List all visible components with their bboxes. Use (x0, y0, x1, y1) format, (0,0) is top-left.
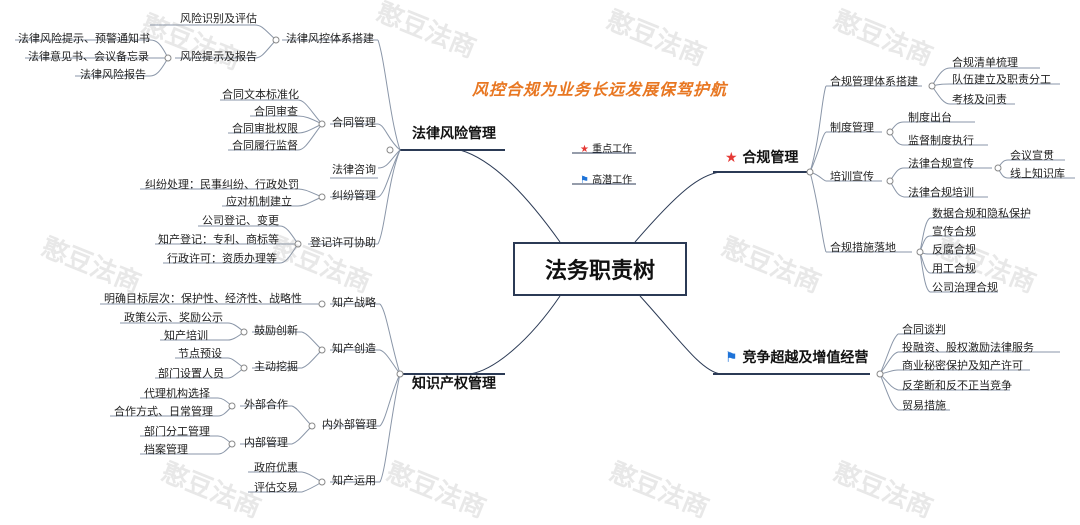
node-training-train[interactable]: 法律合规培训 (908, 186, 974, 199)
legend-key-work-label: 重点工作 (592, 144, 633, 155)
node-compliance-system-item[interactable]: 考核及问责 (952, 93, 1007, 106)
node-compliance-system[interactable]: 合规管理体系搭建 (830, 75, 918, 88)
node-rules-item[interactable]: 制度出台 (908, 111, 952, 124)
node-rules-item[interactable]: 监督制度执行 (908, 134, 974, 147)
node-ip-creation[interactable]: 知产创造 (332, 342, 376, 355)
node-ip-use-item[interactable]: 评估交易 (254, 481, 298, 494)
node-measures-item[interactable]: 公司治理合规 (932, 281, 998, 294)
branch-competition[interactable]: ⚑ 竞争超越及增值经营 (725, 349, 868, 367)
node-compliance-system-item[interactable]: 合规清单梳理 (952, 56, 1018, 69)
legend-potential-work: ⚑ 高潜工作 (580, 171, 632, 186)
node-encourage[interactable]: 鼓励创新 (254, 324, 298, 337)
node-measures-item[interactable]: 数据合规和隐私保护 (932, 207, 1031, 220)
connector-lines (15, 24, 1075, 493)
node-mining-item[interactable]: 部门设置人员 (158, 367, 224, 380)
node-training-promote-item[interactable]: 会议宣贯 (1010, 149, 1054, 162)
node-competition-item[interactable]: 投融资、股权激励法律服务 (902, 341, 1034, 354)
node-competition-item[interactable]: 商业秘密保护及知产许可 (902, 359, 1023, 372)
node-ip-strategy[interactable]: 知产战略 (332, 296, 376, 309)
node-compliance-system-item[interactable]: 队伍建立及职责分工 (952, 73, 1051, 86)
node-external-item[interactable]: 代理机构选择 (144, 387, 210, 400)
node-registration[interactable]: 登记许可协助 (310, 236, 376, 249)
star-icon: ★ (580, 144, 589, 155)
node-contract-item[interactable]: 合同审查 (254, 105, 298, 118)
node-dispute-item[interactable]: 纠纷处理：民事纠纷、行政处罚 (145, 178, 299, 191)
node-encourage-item[interactable]: 政策公示、奖励公示 (124, 311, 223, 324)
node-ip-use-item[interactable]: 政府优惠 (254, 461, 298, 474)
node-measures-item[interactable]: 反腐合规 (932, 243, 976, 256)
star-icon: ★ (725, 150, 738, 166)
node-mining[interactable]: 主动挖掘 (254, 360, 298, 373)
node-risk-system[interactable]: 法律风控体系搭建 (286, 32, 374, 45)
branch-legal-risk[interactable]: 法律风险管理 (412, 126, 496, 142)
node-rules[interactable]: 制度管理 (830, 121, 874, 134)
node-contract-item[interactable]: 合同文本标准化 (222, 88, 299, 101)
legend-potential-work-label: 高潜工作 (592, 175, 633, 186)
node-contract-item[interactable]: 合同审批权限 (232, 122, 298, 135)
node-contract[interactable]: 合同管理 (332, 116, 376, 129)
node-measures[interactable]: 合规措施落地 (830, 241, 896, 254)
node-competition-item[interactable]: 合同谈判 (902, 323, 946, 336)
node-risk-memo[interactable]: 法律意见书、会议备忘录 (28, 50, 149, 63)
node-ip-coop[interactable]: 内外部管理 (322, 418, 377, 431)
node-measures-item[interactable]: 宣传合规 (932, 225, 976, 238)
node-internal-item[interactable]: 档案管理 (144, 443, 188, 456)
node-ip-strategy-item[interactable]: 明确目标层次：保护性、经济性、战略性 (104, 292, 302, 305)
legend-key-work: ★ 重点工作 (580, 140, 632, 155)
branch-compliance-label: 合规管理 (742, 150, 799, 166)
branch-compliance[interactable]: ★ 合规管理 (725, 149, 798, 167)
node-external-item[interactable]: 合作方式、日常管理 (114, 405, 213, 418)
node-contract-item[interactable]: 合同履行监督 (232, 139, 298, 152)
node-ip-use[interactable]: 知产运用 (332, 474, 376, 487)
node-risk-prompt[interactable]: 风险提示及报告 (180, 50, 257, 63)
branch-competition-label: 竞争超越及增值经营 (742, 350, 869, 366)
flag-icon: ⚑ (725, 350, 738, 366)
node-training-promote-item[interactable]: 线上知识库 (1010, 167, 1065, 180)
node-external[interactable]: 外部合作 (244, 398, 288, 411)
node-risk-report[interactable]: 法律风险报告 (80, 68, 146, 81)
branch-ip[interactable]: 知识产权管理 (412, 376, 496, 392)
mind-map: 憨豆法商 憨豆法商 憨豆法商 憨豆法商 憨豆法商 憨豆法商 憨豆法商 憨豆法商 … (15, 0, 1075, 524)
slogan: 风控合规为业务长远发展保驾护航 (472, 80, 728, 99)
node-risk-identify[interactable]: 风险识别及评估 (180, 12, 257, 25)
node-training[interactable]: 培训宣传 (830, 170, 874, 183)
node-dispute-item[interactable]: 应对机制建立 (226, 195, 292, 208)
node-risk-notice[interactable]: 法律风险提示、预警通知书 (18, 32, 150, 45)
node-internal[interactable]: 内部管理 (244, 436, 288, 449)
node-competition-item[interactable]: 贸易措施 (902, 399, 946, 412)
node-mining-item[interactable]: 节点预设 (178, 347, 222, 360)
node-encourage-item[interactable]: 知产培训 (164, 329, 208, 342)
node-registration-item[interactable]: 行政许可：资质办理等 (167, 252, 277, 265)
node-consult[interactable]: 法律咨询 (332, 163, 376, 176)
node-registration-item[interactable]: 公司登记、变更 (202, 214, 279, 227)
node-training-promote[interactable]: 法律合规宣传 (908, 157, 974, 170)
node-internal-item[interactable]: 部门分工管理 (144, 425, 210, 438)
flag-icon: ⚑ (580, 175, 589, 186)
node-dispute[interactable]: 纠纷管理 (332, 189, 376, 202)
node-competition-item[interactable]: 反垄断和反不正当竞争 (902, 379, 1012, 392)
node-registration-item[interactable]: 知产登记：专利、商标等 (158, 233, 279, 246)
node-measures-item[interactable]: 用工合规 (932, 262, 976, 275)
root-node[interactable]: 法务职责树 (513, 242, 687, 296)
